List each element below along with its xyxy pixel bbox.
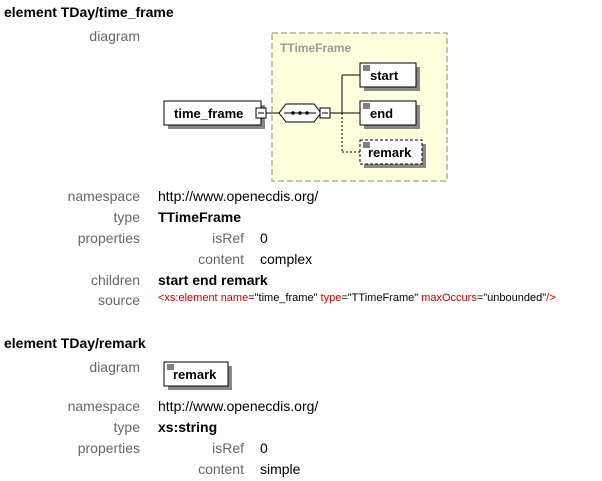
- source-tag-open: <xs:element: [158, 292, 218, 304]
- child-element-start[interactable]: [359, 62, 417, 88]
- type-value: xs:string: [158, 419, 218, 435]
- isref-value: 0: [260, 440, 268, 456]
- children-value[interactable]: start end remark: [158, 272, 268, 288]
- section-heading: element TDay/remark: [4, 335, 146, 351]
- child-name-end: end: [370, 106, 393, 121]
- child-name-start: start: [370, 68, 399, 83]
- source-attr-value: "time_frame": [254, 292, 318, 304]
- type-label: type: [113, 209, 140, 225]
- type-value[interactable]: TTimeFrame: [158, 209, 241, 225]
- source-attr: maxOccurs: [421, 292, 477, 304]
- element-box[interactable]: [163, 361, 229, 387]
- element-name: remark: [173, 367, 217, 382]
- namespace-label: namespace: [67, 188, 140, 204]
- group-title: TTimeFrame: [280, 41, 351, 55]
- child-name-remark: remark: [368, 145, 412, 160]
- namespace-value: http://www.openecdis.org/: [158, 398, 319, 414]
- isref-value: 0: [260, 230, 268, 246]
- remark-diagram: remark: [163, 361, 232, 390]
- properties-label: properties: [77, 440, 140, 456]
- source-tag-close: />: [546, 292, 556, 304]
- source-attr: name: [220, 292, 249, 304]
- section-heading: element TDay/time_frame: [4, 4, 174, 20]
- source-code: <xs:element name="time_frame" type="TTim…: [158, 292, 556, 304]
- source-attr-value: "unbounded": [483, 292, 547, 304]
- content-value: simple: [260, 461, 301, 477]
- element-name: time_frame: [174, 106, 243, 121]
- content-label: content: [198, 461, 244, 477]
- source-label: source: [97, 292, 140, 308]
- source-attr-value: "TTimeFrame": [347, 292, 419, 304]
- content-value: complex: [260, 251, 313, 267]
- source-attr: type: [320, 292, 342, 304]
- diagram-label: diagram: [89, 359, 140, 375]
- type-label: type: [113, 419, 140, 435]
- namespace-label: namespace: [67, 398, 140, 414]
- properties-label: properties: [77, 230, 140, 246]
- isref-label: isRef: [212, 440, 244, 456]
- content-label: content: [198, 251, 244, 267]
- diagram-label: diagram: [89, 28, 140, 44]
- isref-label: isRef: [212, 230, 244, 246]
- child-element-end[interactable]: [359, 100, 417, 126]
- child-element-remark[interactable]: [359, 139, 423, 165]
- namespace-value: http://www.openecdis.org/: [158, 188, 319, 204]
- children-label: children: [90, 272, 140, 288]
- time-frame-diagram: TTimeFrame time_frame start end remark: [163, 32, 448, 182]
